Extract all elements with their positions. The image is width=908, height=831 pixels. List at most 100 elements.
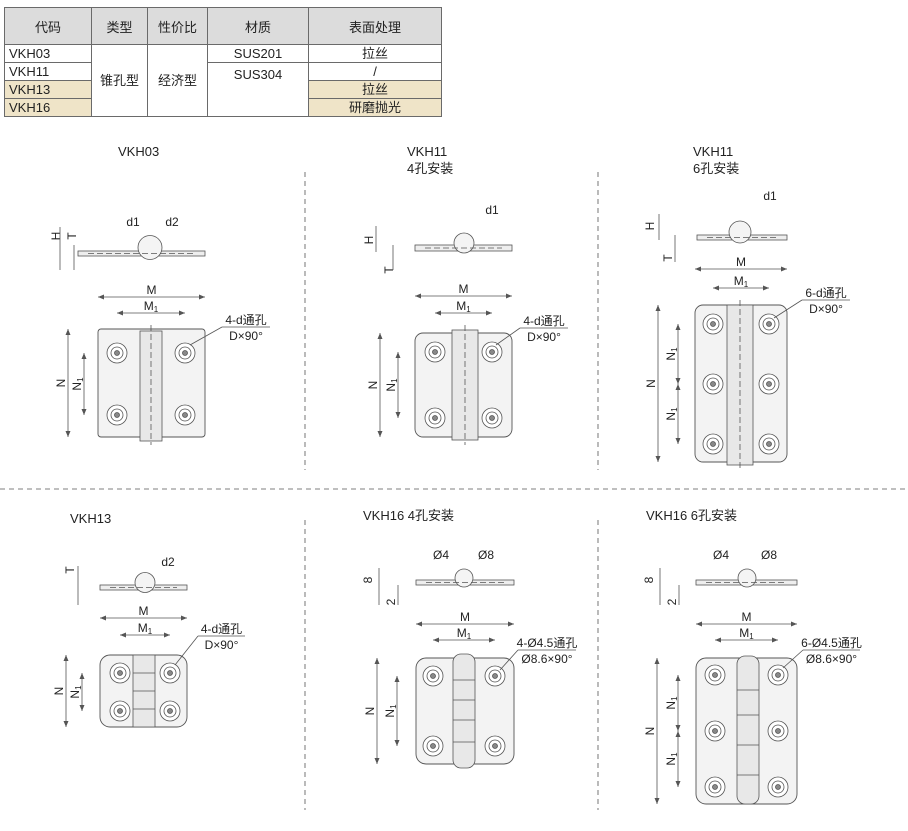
view-title: VKH11 <box>693 144 734 159</box>
dim-label: M <box>736 255 746 269</box>
dim-label: N1 <box>383 704 398 718</box>
hole-inner <box>708 780 722 794</box>
hole-inner <box>706 437 720 451</box>
dim-label: M1 <box>456 299 471 314</box>
hole-inner <box>426 669 440 683</box>
leader-line <box>782 649 804 669</box>
knuckle-body <box>736 655 760 805</box>
hole-inner <box>706 317 720 331</box>
dim-arrow <box>713 285 769 291</box>
dim-arrow <box>675 384 681 444</box>
hole-center <box>766 441 772 447</box>
hole-note: Ø8.6×90° <box>806 652 857 666</box>
side-label: T <box>382 266 396 274</box>
side-label: 2 <box>384 598 398 605</box>
hole-inner <box>771 724 785 738</box>
side-label: d1 <box>126 215 140 229</box>
hole-center <box>766 321 772 327</box>
hole-inner <box>113 704 127 718</box>
side-label: d1 <box>485 203 499 217</box>
dim-label: N1 <box>70 377 85 391</box>
dim-label: M1 <box>457 626 472 641</box>
knuckle <box>728 220 752 244</box>
dim-label: M <box>147 283 157 297</box>
hole-center <box>432 349 438 355</box>
hole-inner <box>485 411 499 425</box>
hole-note: 4-d通孔 <box>201 622 242 636</box>
hole-inner <box>488 739 502 753</box>
side-label: 8 <box>642 576 656 583</box>
side-label: T <box>661 254 675 262</box>
knuckle <box>134 572 156 593</box>
hole-center <box>766 381 772 387</box>
hole-inner <box>110 408 124 422</box>
side-label: Ø4 <box>713 548 729 562</box>
knuckle <box>453 232 475 254</box>
hole-inner <box>113 666 127 680</box>
hole-center <box>492 673 498 679</box>
side-label: H <box>643 222 657 231</box>
view-subtitle: 6孔安装 <box>693 161 740 176</box>
dim-label: N1 <box>68 685 83 699</box>
hole-inner <box>708 668 722 682</box>
knuckle <box>454 568 474 588</box>
hole-note: D×90° <box>229 329 263 343</box>
knuckle-body <box>452 653 476 769</box>
leader-line <box>773 299 803 319</box>
dim-arrow <box>675 324 681 384</box>
hole-inner <box>771 780 785 794</box>
hole-center <box>430 673 436 679</box>
finish-cell: 研磨抛光 <box>308 98 442 117</box>
hole-inner <box>163 704 177 718</box>
hole-center <box>114 412 120 418</box>
side-label: H <box>362 236 376 245</box>
dim-label: M1 <box>739 626 754 641</box>
hole-inner <box>706 377 720 391</box>
hole-center <box>114 350 120 356</box>
spec-table: 代码 类型 性价比 材质 表面处理 VKH03 锥孔型 经济型 SUS201 拉… <box>4 7 442 117</box>
hole-inner <box>428 411 442 425</box>
hole-note: 4-d通孔 <box>523 314 564 328</box>
dim-label: M1 <box>734 274 749 289</box>
dim-arrow <box>120 632 170 638</box>
side-label: T <box>63 566 77 574</box>
hole-center <box>489 415 495 421</box>
side-label: Ø4 <box>433 548 449 562</box>
value-cell: 经济型 <box>147 44 208 117</box>
code-cell: VKH16 <box>4 98 92 117</box>
dim-label: N <box>643 727 657 736</box>
side-label: T <box>65 232 79 240</box>
dim-label: M1 <box>138 621 153 636</box>
dim-label: N <box>644 379 658 388</box>
dim-label: M <box>742 610 752 624</box>
dim-label: M1 <box>144 299 159 314</box>
hole-note: 6-Ø4.5通孔 <box>801 636 862 650</box>
dim-arrow <box>435 310 492 316</box>
hole-center <box>710 381 716 387</box>
hole-note: D×90° <box>527 330 561 344</box>
hole-center <box>167 708 173 714</box>
hole-note: D×90° <box>809 302 843 316</box>
view-title: VKH11 <box>407 144 448 159</box>
hole-inner <box>708 724 722 738</box>
hole-note: 4-d通孔 <box>225 313 266 327</box>
hole-center <box>710 441 716 447</box>
leader-line <box>174 635 199 666</box>
side-label: Ø8 <box>478 548 494 562</box>
hole-note: Ø8.6×90° <box>521 652 572 666</box>
hole-note: 6-d通孔 <box>805 286 846 300</box>
view-title: VKH13 <box>70 511 112 526</box>
dim-arrow <box>675 731 681 787</box>
hole-center <box>712 728 718 734</box>
dim-label: N <box>366 381 380 390</box>
knuckle <box>737 568 757 588</box>
hole-center <box>712 784 718 790</box>
header-finish: 表面处理 <box>308 7 442 45</box>
hole-note: 4-Ø4.5通孔 <box>517 636 578 650</box>
material-cell: SUS304 <box>207 62 309 117</box>
knuckle <box>137 235 163 260</box>
hole-inner <box>426 739 440 753</box>
material-cell: SUS201 <box>207 44 309 63</box>
hole-inner <box>163 666 177 680</box>
hole-center <box>167 670 173 676</box>
